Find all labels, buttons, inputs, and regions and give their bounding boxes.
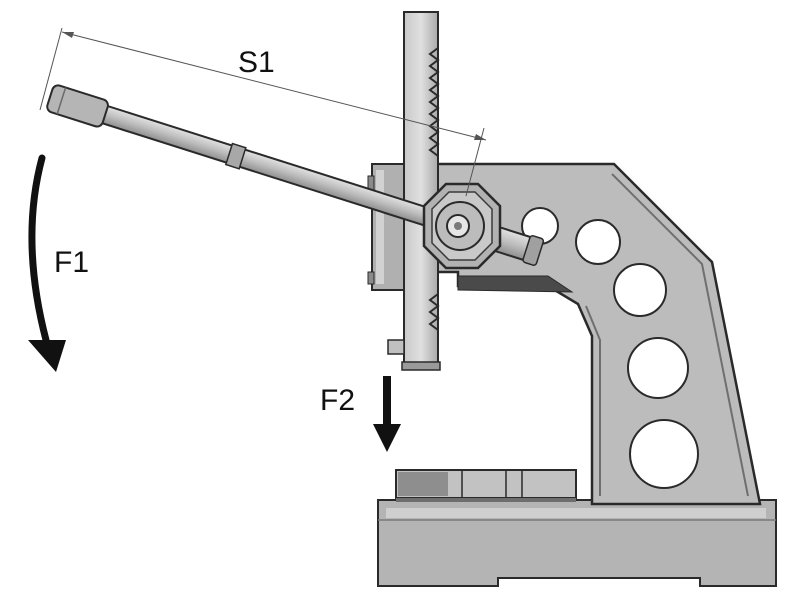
force-f2-arrow: F2 bbox=[320, 376, 401, 452]
frame-hole bbox=[575, 219, 621, 265]
frame-hole bbox=[613, 263, 667, 317]
force-f1-arrow: F1 bbox=[28, 154, 89, 372]
base-plate bbox=[377, 499, 777, 587]
anvil-table bbox=[395, 469, 577, 502]
frame-hole bbox=[629, 419, 699, 489]
rack-ram bbox=[387, 11, 441, 371]
label-f1: F1 bbox=[54, 246, 89, 279]
pinion-hub bbox=[422, 182, 502, 270]
frame-hole bbox=[627, 337, 689, 399]
dimension-s1: S1 bbox=[39, 27, 487, 197]
handle-grip bbox=[46, 84, 109, 128]
label-f2: F2 bbox=[320, 384, 355, 417]
label-s1: S1 bbox=[238, 46, 275, 79]
frame-holes bbox=[521, 207, 699, 489]
set-screw bbox=[387, 339, 405, 355]
